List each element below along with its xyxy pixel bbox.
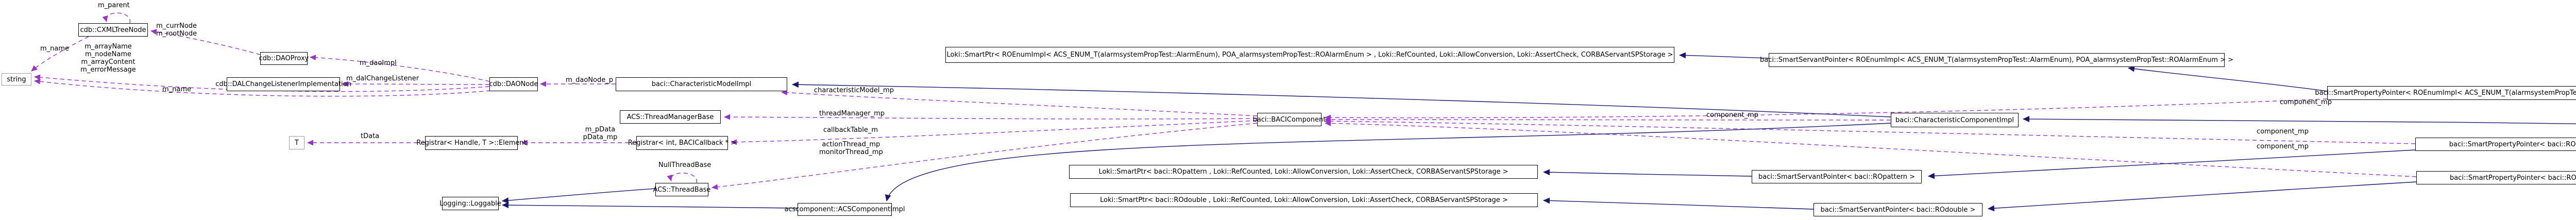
- node-loki-smartptr-roenumimpl[interactable]: Loki::SmartPtr< ROEnumImpl< ACS_ENUM_T(a…: [945, 47, 1674, 63]
- edge-inherit-servantdouble-lokidouble: [1543, 197, 1814, 210]
- edge-label-nullthreadbase: NullThreadBase: [658, 161, 711, 169]
- edge-characteristicmodel-mp: [781, 90, 1258, 116]
- edge-m-daoimpl: [310, 55, 490, 82]
- node-loki-smartptr-ropattern[interactable]: Loki::SmartPtr< baci::ROpattern , Loki::…: [1069, 165, 1538, 179]
- edge-label-component-mp-2: component_mp: [2280, 98, 2332, 106]
- edge-label-tdata: tData: [361, 132, 380, 140]
- edge-label-m-name-upper: m_name: [40, 45, 70, 53]
- node-baci-smartpropertypointer-rodouble[interactable]: baci::SmartPropertyPointer< baci::ROdoub…: [2416, 171, 2576, 184]
- edge-inherit-charcomp-acscomponent: [885, 123, 1891, 201]
- node-cdb-dalchangelistenerimplementation[interactable]: cdb::DALChangeListenerImplementation: [215, 77, 351, 91]
- edge-inherit-acscomponent-loggable: [502, 202, 798, 209]
- edge-inherit-proppattern-servantpattern: [1928, 149, 2416, 179]
- node-baci-bacicomponent[interactable]: baci::BACIComponent: [1253, 113, 1326, 126]
- node-cdb-cxmltreenode[interactable]: cdb::CXMLTreeNode: [78, 23, 148, 37]
- edge-m-currnode-m-rootnode: [150, 29, 261, 55]
- node-logging-loggable[interactable]: Logging::Loggable: [439, 197, 501, 210]
- edge-label-m-currnode-m-rootnode: m_currNode m_rootNode: [156, 22, 197, 38]
- edge-m-parent-selfloop: [102, 12, 130, 24]
- node-acs-threadbase[interactable]: ACS::ThreadBase: [653, 183, 710, 196]
- edge-label-actionthread-monitorthread: actionThread_mp monitorThread_mp: [819, 141, 883, 156]
- node-string[interactable]: string: [2, 73, 31, 86]
- node-baci-characteristicmodelimpl[interactable]: baci::CharacteristicModelImpl: [616, 77, 787, 91]
- edge-component-mp-propenum: [1325, 98, 2328, 121]
- edge-label-m-name-lower: m_name: [162, 86, 192, 93]
- edge-label-characteristicmodel-mp: characteristicModel_mp: [814, 87, 894, 94]
- edge-array-bundle-daonode-string: [34, 74, 490, 92]
- edge-inherit-servantpattern-lokipattern: [1543, 169, 1752, 177]
- edge-inherit-baciproptest-charcomp: [2023, 116, 2576, 124]
- node-baci-smartservantpointer-roenumimpl[interactable]: baci::SmartServantPointer< ROEnumImpl< A…: [1760, 53, 2233, 67]
- edge-m-name-daonode-string: [34, 78, 491, 97]
- node-acs-threadmanagerbase[interactable]: ACS::ThreadManagerBase: [620, 110, 721, 124]
- edge-label-m-daonode-p: m_daoNode_p: [566, 76, 614, 84]
- edge-component-mp-propdouble: [1325, 120, 2417, 177]
- node-registrar-handle-t-element[interactable]: Registrar< Handle, T >::Element: [416, 136, 527, 150]
- edge-label-array-bundle: m_arrayName m_nodeName m_arrayContent m_…: [80, 43, 136, 74]
- edge-label-component-mp-4: component_mp: [2257, 143, 2309, 150]
- node-baci-characteristiccomponentimpl[interactable]: baci::CharacteristicComponentImpl: [1891, 113, 2019, 127]
- node-template-t[interactable]: T: [289, 136, 304, 149]
- node-loki-smartptr-rodouble[interactable]: Loki::SmartPtr< baci::ROdouble , Loki::R…: [1070, 193, 1538, 207]
- edge-inherit-threadbase-loggable: [502, 188, 656, 204]
- edge-label-pdata: m_pData pData_mp: [583, 126, 618, 141]
- node-baci-smartservantpointer-rodouble[interactable]: baci::SmartServantPointer< baci::ROdoubl…: [1814, 203, 1982, 216]
- node-baci-smartpropertypointer-roenumimpl[interactable]: baci::SmartPropertyPointer< ROEnumImpl< …: [2315, 86, 2576, 100]
- edge-inherit-propenum-servantenum: [2128, 65, 2328, 92]
- node-cdb-daonode[interactable]: cdb::DAONode: [489, 77, 538, 91]
- edge-label-m-dalchangelistener: m_dalChangeListener: [346, 75, 419, 82]
- edge-label-callbacktable-m: callbackTable_m: [823, 126, 878, 134]
- node-registrar-int-bacicallback[interactable]: Registrar< int, BACICallback * >: [628, 136, 736, 150]
- edge-threadmanager-mp: [724, 114, 1258, 120]
- edge-m-name-cxmltreenode-string: [31, 36, 89, 72]
- edge-nullthreadbase-selfloop: [667, 172, 697, 183]
- node-baci-smartservantpointer-ropattern[interactable]: baci::SmartServantPointer< baci::ROpatte…: [1752, 170, 1922, 183]
- edge-inherit-propdouble-servantdouble: [1988, 181, 2417, 212]
- edge-callbacktable-m: [731, 120, 1258, 145]
- edge-actionthread-monitorthread: [711, 123, 1258, 190]
- node-baci-smartpropertypointer-ropattern[interactable]: baci::SmartPropertyPointer< baci::ROpatt…: [2415, 138, 2576, 151]
- edge-label-component-mp-1: component_mp: [1706, 111, 1758, 119]
- edge-inherit-charcomp-charmodel: [792, 81, 1891, 117]
- edge-label-m-daoimpl: m_daoImpl: [360, 59, 397, 67]
- node-acscomponent-acscomponentimpl[interactable]: acscomponent::ACSComponentImpl: [784, 203, 905, 216]
- node-cdb-daoproxy[interactable]: cdb::DAOProxy: [259, 52, 309, 65]
- edge-label-component-mp-3: component_mp: [2257, 128, 2309, 136]
- edge-inherit-servantenum-lokienum: [1679, 52, 1769, 59]
- edge-label-threadmanager-mp: threadManager_mp: [819, 110, 885, 117]
- edge-label-m-parent: m_parent: [98, 2, 130, 9]
